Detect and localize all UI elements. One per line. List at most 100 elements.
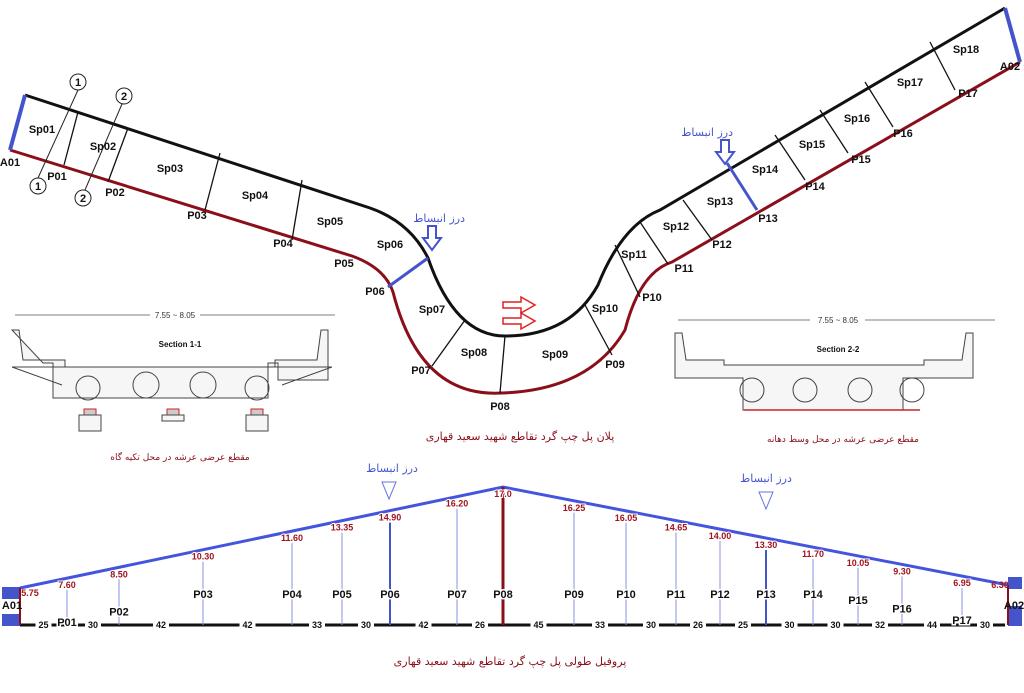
span-length-label: 42: [242, 620, 252, 630]
abutment-a02-block: [1008, 577, 1022, 589]
pier-label: P13: [756, 589, 776, 601]
span-length-bg: [592, 620, 608, 630]
expansion-joint-label: درز انبساط: [366, 462, 418, 475]
section-title: Section 1-1: [159, 340, 202, 349]
profile-caption: پروفیل طولی پل چپ گرد تقاطع شهید سعید قه…: [394, 655, 627, 668]
plan-caption: پلان پل چپ گرد تقاطع شهید سعید قهاری: [426, 430, 615, 443]
elevation-label: 7.60: [58, 580, 76, 590]
pier-label: P11: [675, 263, 694, 275]
span-label: Sp07: [419, 304, 445, 316]
span-length-label: 25: [38, 620, 48, 630]
pier-label: P06: [365, 286, 385, 298]
span-divider: [639, 221, 669, 265]
span-label: Sp13: [707, 196, 733, 208]
span-length-label: 33: [312, 620, 322, 630]
span-label: Sp08: [461, 347, 487, 359]
elevation-label: 17.0: [494, 489, 512, 499]
width-dimension: 7.55 ~ 8.05: [155, 311, 196, 320]
elevation-label: 11.70: [802, 549, 824, 559]
section-1-1: 7.55 ~ 8.05 Section 1-1 مقطع عرضی عرشه د…: [10, 311, 335, 463]
span-length-label: 25: [738, 620, 748, 630]
span-length-bg: [358, 620, 374, 630]
section-2-2: 7.55 ~ 8.05 Section 2-2 مقطع عرضی عرشه د…: [674, 316, 995, 445]
section-cut-2: [74, 87, 133, 207]
expansion-joint-label: درز انبساط: [740, 472, 792, 485]
pier-label: P11: [667, 589, 686, 601]
profile-deck-line: [19, 485, 1009, 590]
pier-label: P04: [273, 238, 293, 250]
pier-label: P12: [712, 239, 732, 251]
abutment-label: A02: [1004, 600, 1024, 612]
span-length-bg: [827, 620, 844, 630]
abutment-a01-block: [2, 587, 20, 599]
span-length-bg: [85, 620, 101, 630]
deck-outer-edge: [24, 6, 1006, 338]
span-divider: [431, 319, 466, 367]
section-mark: 1: [75, 77, 81, 89]
elevation-label: 16.20: [446, 499, 469, 509]
section-cut-1: [29, 73, 87, 195]
span-divider: [864, 81, 894, 128]
pier-label: P07: [411, 365, 431, 377]
span-length-label: 44: [927, 620, 937, 630]
span-divider: [63, 111, 79, 166]
pier-label: P01: [47, 171, 67, 183]
abutment-a01-line: [8, 94, 27, 151]
pier-label: P07: [447, 589, 467, 601]
span-label: Sp10: [592, 303, 618, 315]
span-length-bg: [924, 620, 940, 630]
span-length-label: 30: [980, 620, 990, 630]
span-label: Sp01: [29, 124, 55, 136]
span-length-bg: [781, 620, 798, 630]
span-length-bg: [415, 620, 432, 630]
section-mark: 2: [121, 91, 127, 103]
span-length-label: 32: [875, 620, 885, 630]
down-arrow-icon: [421, 225, 443, 252]
elevation-label: 14.00: [709, 531, 732, 541]
span-length-label: 26: [693, 620, 703, 630]
span-divider: [204, 152, 221, 211]
span-divider: [107, 127, 129, 183]
pier-label: P09: [605, 359, 625, 371]
elevation-label: 14.65: [665, 523, 688, 533]
pier-label: P01: [57, 617, 77, 629]
span-length-label: 30: [830, 620, 840, 630]
span-length-label: 30: [646, 620, 656, 630]
pier-label: P13: [758, 213, 778, 225]
elevation-label: 14.90: [379, 513, 402, 523]
span-length-bg: [690, 620, 706, 630]
abutment-a02-block: [1008, 606, 1022, 626]
span-divider: [929, 41, 956, 91]
span-divider: [614, 244, 641, 298]
elevation-label: 8.50: [110, 569, 128, 579]
span-divider: [819, 109, 849, 154]
elevation-label: 5.75: [21, 588, 39, 598]
expansion-joint-label: درز انبساط: [413, 212, 465, 225]
span-length-bg: [643, 620, 659, 630]
span-divider: [499, 335, 506, 394]
abutment-a02-line: [1003, 7, 1022, 63]
pier-label: P02: [109, 606, 129, 618]
abutment-a01-block: [2, 614, 20, 626]
elevation-label: 6.30: [991, 580, 1009, 590]
elevation-label: 10.30: [192, 552, 215, 562]
span-length-bg: [735, 620, 751, 630]
span-label: Sp09: [542, 349, 568, 361]
span-length-bg: [309, 620, 325, 630]
span-length-bg: [977, 620, 993, 630]
pier-label: P15: [848, 595, 868, 607]
section-mark: 2: [80, 193, 86, 205]
pier-label: P16: [893, 128, 913, 140]
span-label: Sp04: [242, 190, 269, 202]
span-label: Sp05: [317, 216, 343, 228]
pier-label: P10: [642, 292, 662, 304]
pier-label: P09: [564, 589, 584, 601]
span-length-label: 30: [361, 620, 371, 630]
span-length-label: 45: [533, 620, 543, 630]
triangle-marker-icon: [758, 491, 774, 511]
span-length-label: 26: [475, 620, 485, 630]
elevation-label: 16.25: [563, 503, 586, 513]
span-label: Sp03: [157, 163, 183, 175]
span-length-bg: [239, 620, 256, 630]
